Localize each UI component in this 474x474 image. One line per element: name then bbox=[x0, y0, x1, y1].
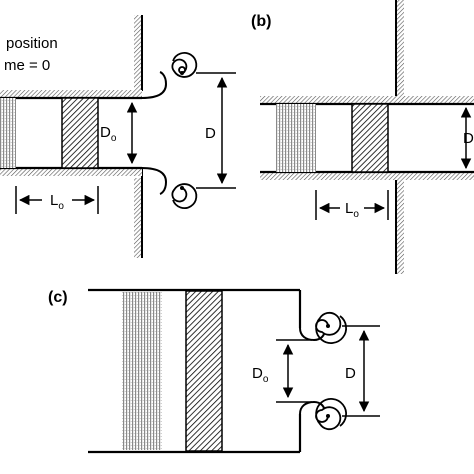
label-Lo-a: Lo bbox=[50, 192, 64, 212]
panel-tag-b: (b) bbox=[251, 13, 271, 30]
label-D-a: D bbox=[205, 125, 216, 142]
wall-lower-b bbox=[396, 180, 404, 274]
panel-c: (c) D Do bbox=[48, 288, 380, 454]
label-Lo-b: Lo bbox=[345, 200, 359, 220]
tube-bottom-wall-b bbox=[260, 172, 474, 180]
label-D-c: D bbox=[345, 365, 356, 382]
fluid-region-a bbox=[0, 98, 16, 168]
slug-b bbox=[351, 103, 389, 173]
panel-b: (b) D Lo bbox=[251, 0, 474, 274]
caption-line2-a: me = 0 bbox=[4, 57, 50, 74]
vortex-spiral-bottom-c bbox=[315, 398, 347, 431]
vortex-spiral-top-a bbox=[171, 52, 198, 78]
slug-a bbox=[61, 97, 99, 169]
label-Do-a: Do bbox=[100, 124, 117, 144]
wall-lower-a bbox=[134, 178, 142, 258]
vortex-spiral-top-c bbox=[315, 311, 347, 344]
tube-top-wall-a bbox=[0, 90, 142, 98]
fluid-region-c bbox=[122, 292, 162, 450]
wall-upper-a bbox=[134, 15, 142, 90]
panel-tag-c: (c) bbox=[48, 289, 68, 306]
panel-a: D Do Lo position me = 0 bbox=[0, 15, 236, 258]
wall-upper-b bbox=[396, 0, 404, 96]
tube-bottom-wall-a bbox=[0, 168, 142, 176]
slug-c bbox=[185, 290, 223, 452]
vortex-spiral-bottom-a bbox=[171, 183, 198, 209]
label-Do-c: Do bbox=[252, 365, 269, 385]
label-D-b: D bbox=[463, 130, 474, 147]
caption-line1-a: position bbox=[6, 35, 58, 52]
tube-top-wall-b bbox=[260, 96, 474, 104]
fluid-region-b bbox=[276, 104, 316, 172]
